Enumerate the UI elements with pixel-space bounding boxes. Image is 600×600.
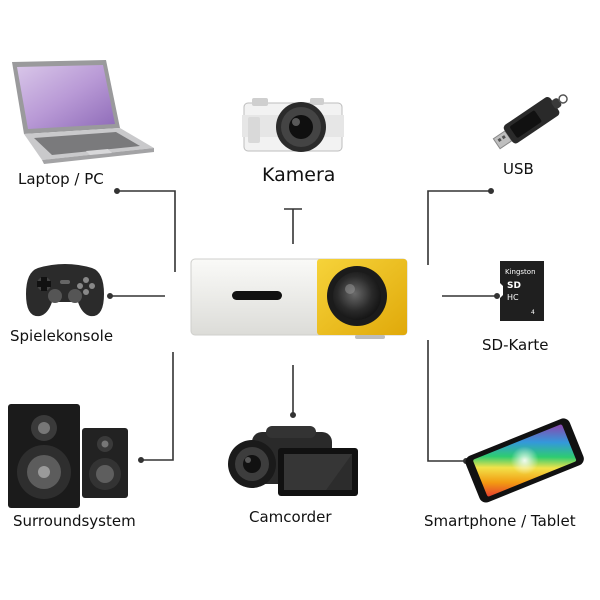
gamepad-icon — [26, 264, 104, 317]
connector-speakers-dot — [138, 456, 145, 463]
connector-laptop — [117, 190, 176, 272]
connector-usb — [427, 190, 491, 265]
connector-sdcard-dot — [493, 292, 500, 299]
laptop-icon — [12, 60, 154, 164]
label-camera: Kamera — [262, 164, 336, 186]
label-laptop: Laptop / PC — [18, 170, 104, 188]
label-usb: USB — [503, 160, 534, 178]
usb-stick-icon — [492, 94, 568, 150]
connector-speakers — [141, 352, 174, 461]
label-smartphone: Smartphone / Tablet — [424, 512, 576, 530]
connector-camcorder-dot — [289, 411, 296, 418]
smartphone-icon — [465, 418, 584, 503]
svg-text:HC: HC — [507, 293, 519, 302]
label-console: Spielekonsole — [10, 327, 114, 345]
speakers-icon — [8, 404, 128, 508]
sd-card-icon: Kingston SD HC 4 — [500, 261, 544, 321]
connector-laptop-dot — [114, 188, 121, 195]
camcorder-icon — [228, 426, 358, 496]
connector-smartphone — [427, 340, 466, 462]
svg-text:Kingston: Kingston — [505, 268, 536, 276]
label-sdcard: SD-Karte — [482, 336, 549, 354]
svg-text:SD: SD — [507, 281, 521, 291]
connector-console-dot — [107, 292, 114, 299]
svg-text:4: 4 — [531, 309, 535, 316]
label-speakers: Surroundsystem — [13, 512, 136, 530]
label-camcorder: Camcorder — [249, 508, 332, 526]
projector-image — [190, 258, 408, 339]
connector-usb-dot — [487, 188, 494, 195]
camera-icon — [242, 98, 344, 152]
